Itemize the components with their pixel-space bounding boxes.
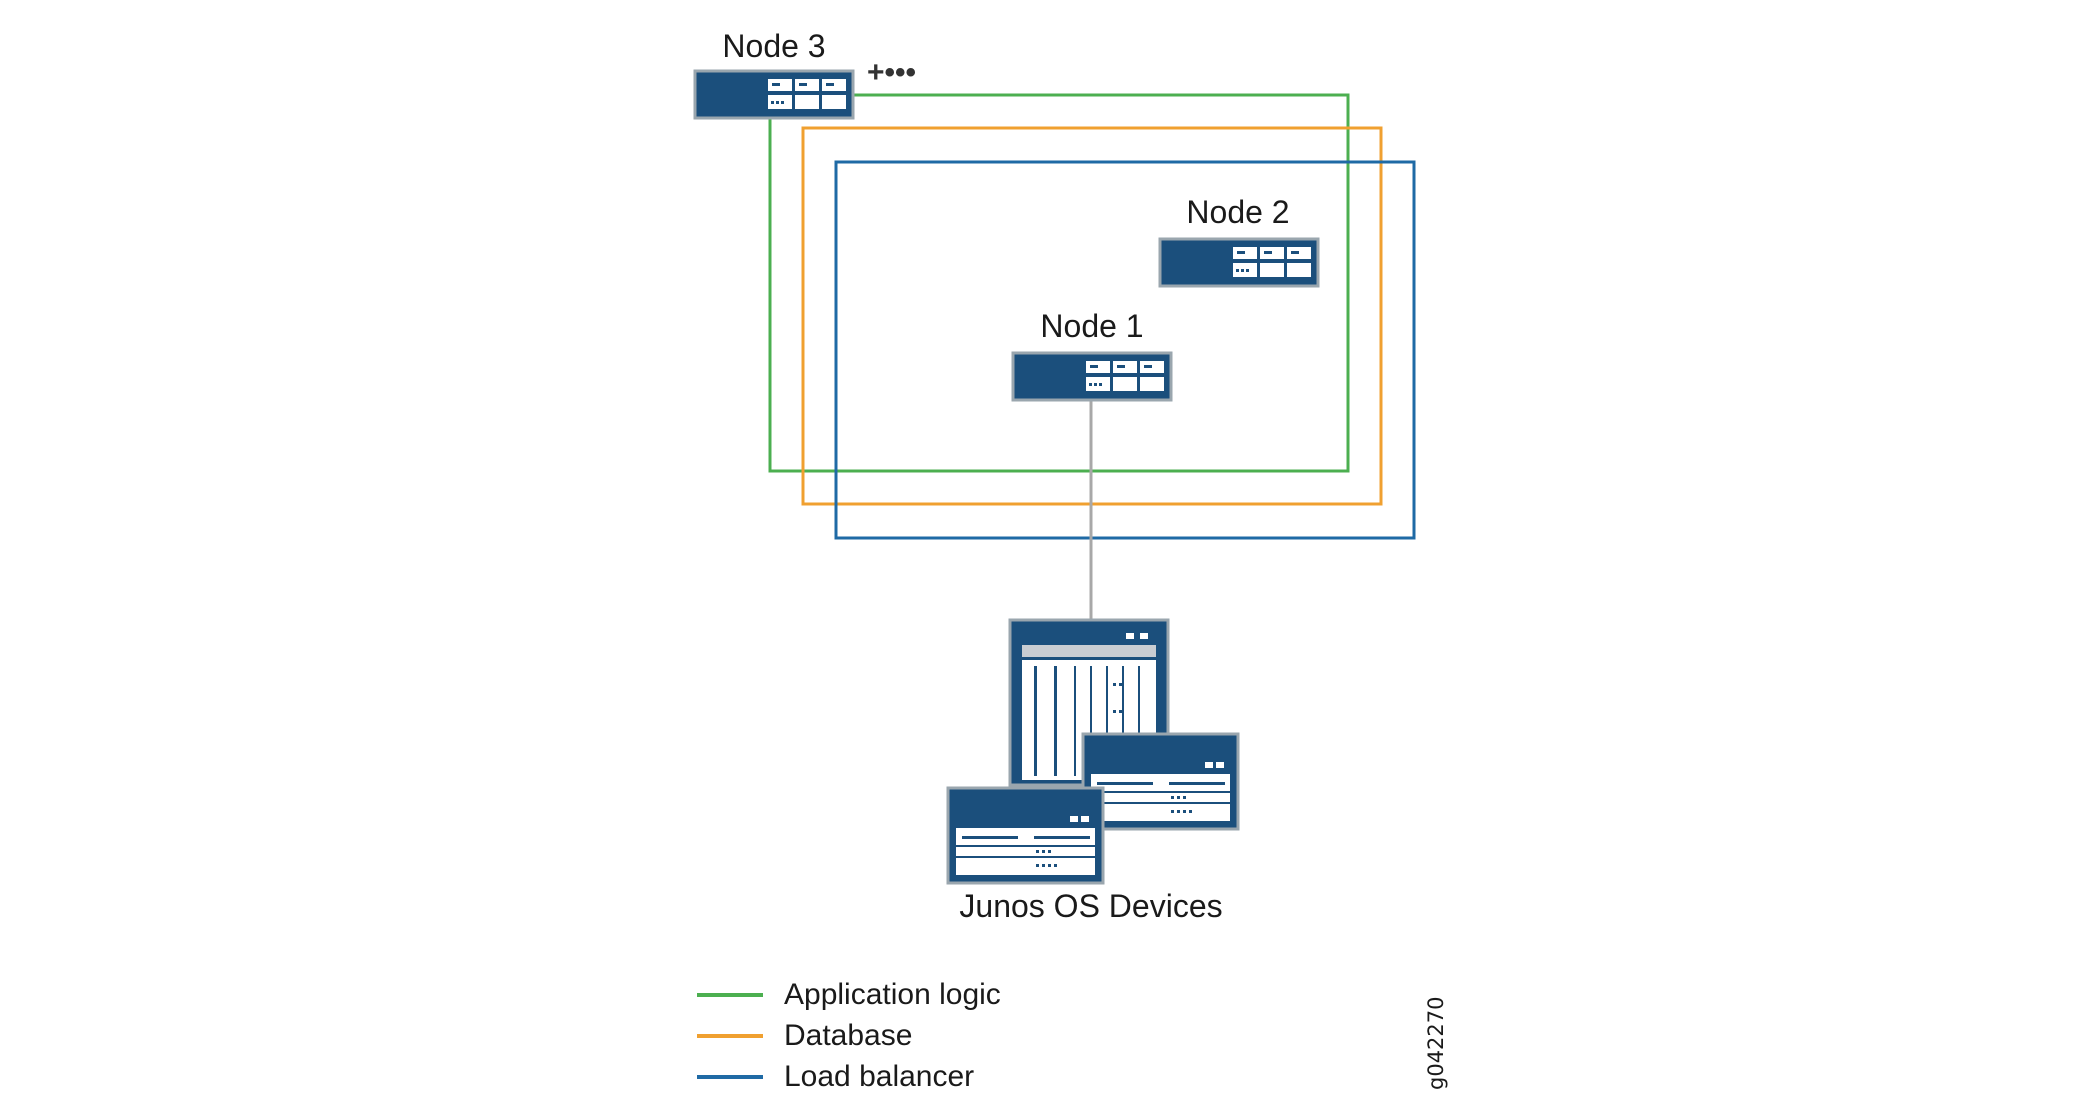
- node-3-server-icon: [693, 69, 855, 120]
- node-2: Node 2: [1158, 194, 1320, 288]
- legend-label-database: Database: [784, 1019, 912, 1052]
- load-balancer-boundary: [834, 160, 1416, 540]
- node-3-label: Node 3: [722, 28, 825, 64]
- legend-label-application-logic: Application logic: [784, 978, 1001, 1011]
- node-2-server-icon: [1158, 237, 1320, 288]
- application-logic-boundary: [768, 93, 1350, 473]
- node-2-label: Node 2: [1186, 194, 1289, 230]
- node-1-label: Node 1: [1040, 308, 1143, 344]
- node-1-server-icon: [1011, 351, 1173, 402]
- node-1: Node 1: [1011, 308, 1173, 402]
- more-nodes-indicator: +•••: [867, 56, 916, 89]
- devices-label: Junos OS Devices: [959, 888, 1222, 924]
- figure-id: g042270: [1424, 997, 1448, 1091]
- legend: Application logic Database Load balancer: [697, 978, 1001, 1093]
- node-3: Node 3 +•••: [693, 28, 916, 120]
- network-devices-icon: [946, 618, 1240, 885]
- legend-label-load-balancer: Load balancer: [784, 1060, 974, 1093]
